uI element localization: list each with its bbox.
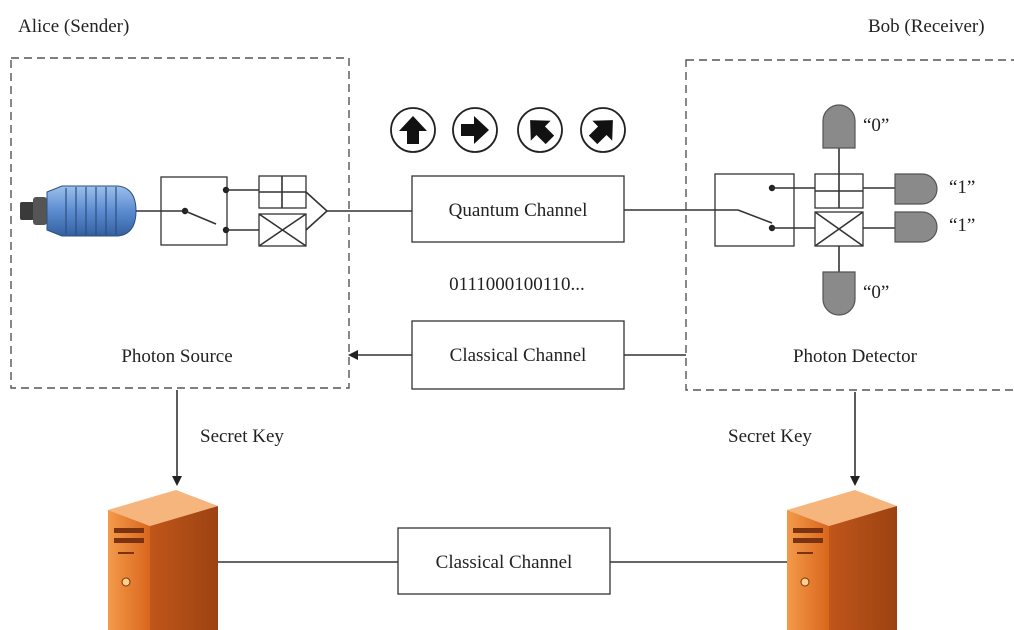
- classical-channel-top-label: Classical Channel: [450, 345, 587, 366]
- photon-detector-label: Photon Detector: [793, 346, 918, 367]
- bit-string: 0111000100110...: [449, 274, 585, 295]
- photon-source-icon: [20, 185, 137, 237]
- bob-switch: [714, 173, 815, 247]
- arrow-up-left-icon: [517, 107, 563, 153]
- classical-channel-bottom-box: Classical Channel: [397, 527, 611, 595]
- bob-secret-key-label: Secret Key: [728, 426, 812, 447]
- alice-title: Alice (Sender): [18, 16, 129, 37]
- bob-enclosure: [685, 59, 1014, 391]
- arrow-up-icon: [390, 107, 436, 153]
- detector-right-upper-output: “1”: [949, 177, 975, 198]
- bob-server-icon: [787, 490, 897, 630]
- bob-polarizer: [814, 148, 895, 272]
- alice-enclosure: [10, 57, 350, 389]
- quantum-channel-label: Quantum Channel: [449, 200, 588, 221]
- detector-top-output: “0”: [863, 115, 889, 136]
- arrow-right-icon: [452, 107, 498, 153]
- detector-top-icon: [822, 104, 856, 149]
- detector-right-lower-output: “1”: [949, 215, 975, 236]
- bob-title: Bob (Receiver): [868, 16, 985, 37]
- detector-bottom-icon: [822, 271, 856, 316]
- detector-right-lower-icon: [894, 211, 938, 243]
- detector-bottom-output: “0”: [863, 282, 889, 303]
- alice-polarizer: [258, 175, 329, 247]
- classical-channel-bottom-label: Classical Channel: [436, 552, 573, 573]
- photon-source-label: Photon Source: [121, 346, 232, 367]
- alice-server-icon: [108, 490, 218, 630]
- detector-right-upper-icon: [894, 173, 938, 205]
- alice-secret-key-label: Secret Key: [200, 426, 284, 447]
- classical-channel-top-box: Classical Channel: [411, 320, 625, 390]
- arrow-up-right-icon: [580, 107, 626, 153]
- quantum-channel-box: Quantum Channel: [411, 175, 625, 243]
- alice-switch: [160, 176, 259, 246]
